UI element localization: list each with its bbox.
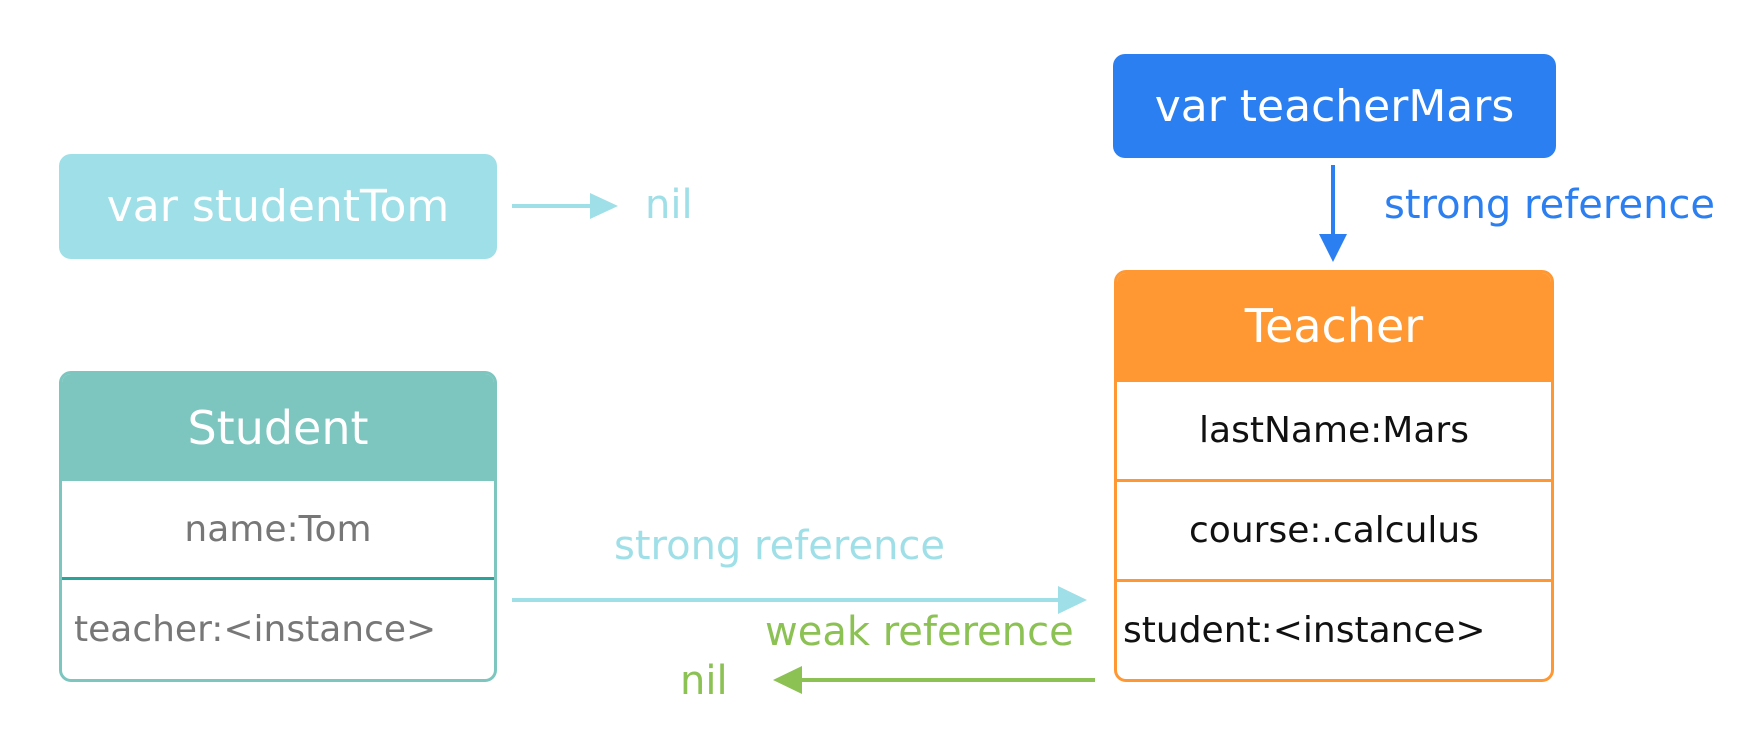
student-to-teacher-strong-arrowhead — [1058, 586, 1087, 614]
student-var-to-nil-arrowhead — [590, 193, 618, 219]
strong-reference-label-teacher: strong reference — [1384, 182, 1716, 228]
weak-reference-label: weak reference — [765, 609, 1074, 655]
teacher-field-course: course:.calculus — [1117, 479, 1551, 579]
teacher-to-nil-weak-arrowhead — [773, 666, 802, 694]
teacher-var-strong-arrowhead — [1319, 234, 1347, 262]
student-tom-variable: var studentTom — [59, 154, 497, 259]
student-field-name: name:Tom — [62, 481, 494, 580]
student-class-box: Student name:Tom teacher:<instance> — [59, 371, 497, 682]
teacher-mars-variable: var teacherMars — [1113, 54, 1556, 158]
nil-label-top: nil — [645, 182, 693, 228]
strong-reference-label-student: strong reference — [614, 523, 946, 569]
teacher-class-title: Teacher — [1117, 273, 1551, 379]
teacher-field-student: student:<instance> — [1117, 579, 1551, 679]
nil-label-bottom: nil — [680, 658, 728, 704]
teacher-class-box: Teacher lastName:Mars course:.calculus s… — [1114, 270, 1554, 682]
student-class-title: Student — [62, 374, 494, 481]
teacher-field-lastname: lastName:Mars — [1117, 379, 1551, 479]
student-field-teacher: teacher:<instance> — [74, 609, 437, 650]
